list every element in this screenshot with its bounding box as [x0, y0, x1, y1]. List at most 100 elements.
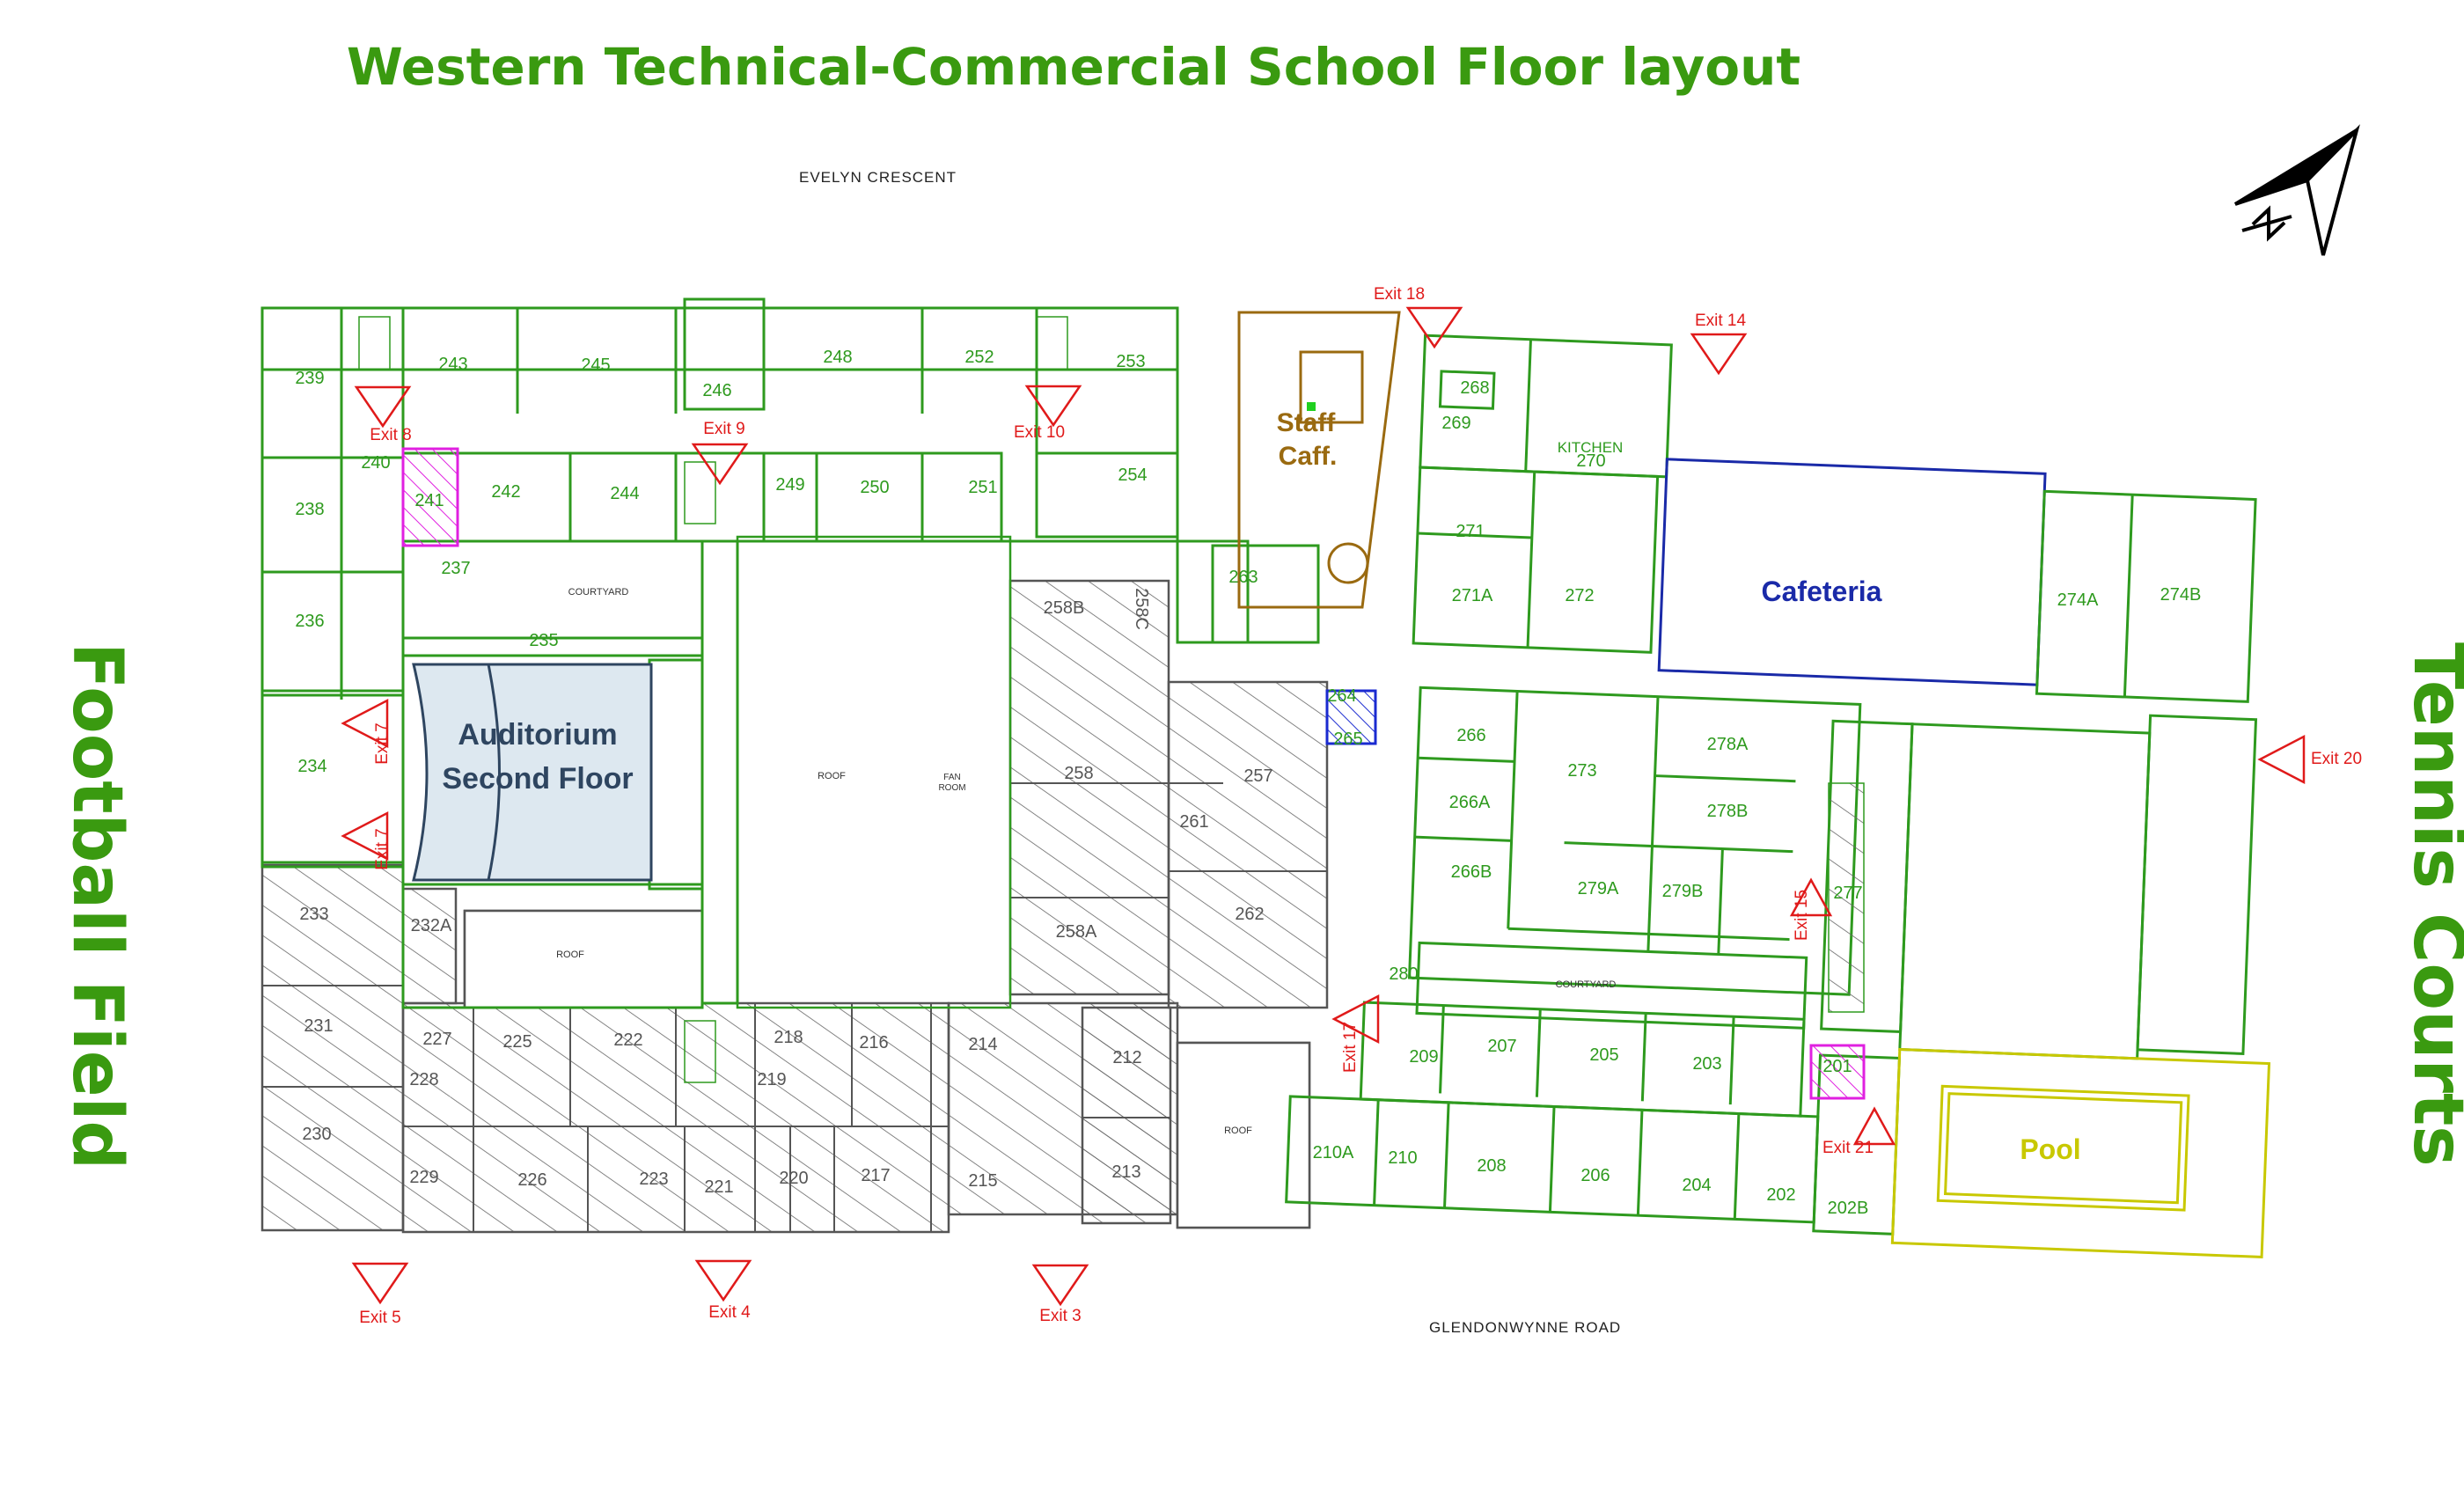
exit-label: Exit 7: [373, 828, 392, 870]
room-254-label: 254: [1118, 466, 1147, 485]
exit-marker-icon: [1789, 877, 1833, 917]
room-217-label: 217: [861, 1166, 890, 1185]
roof-east-label: ROOF: [1224, 1126, 1252, 1136]
room-252-label: 252: [964, 348, 994, 367]
hatched-room-dividers: [262, 782, 1327, 1232]
room-235-label: 235: [529, 631, 558, 650]
room-202b-label: 202B: [1828, 1199, 1869, 1218]
exit-marker-icon: [341, 698, 389, 749]
room-251-label: 251: [968, 478, 997, 497]
pool-label: Pool: [2020, 1133, 2080, 1165]
room-238-label: 238: [295, 500, 324, 519]
room-210a-label: 210A: [1313, 1143, 1354, 1162]
exit-marker-icon: [1024, 385, 1082, 428]
room-213-label: 213: [1111, 1162, 1140, 1182]
exit-marker-icon: [1405, 306, 1463, 349]
room-249-label: 249: [775, 475, 804, 495]
room-223-label: 223: [639, 1170, 668, 1189]
roof-west-label: ROOF: [556, 950, 584, 960]
auditorium: [412, 663, 653, 882]
room-210-label: 210: [1388, 1148, 1417, 1168]
room-240-label: 240: [361, 453, 390, 473]
room-279b-label: 279B: [1662, 882, 1704, 901]
exit-label: Exit 3: [1039, 1307, 1082, 1325]
room-266-label: 266: [1456, 726, 1485, 745]
courtyard-east-label: COURTYARD: [1556, 979, 1617, 990]
room-243-label: 243: [438, 355, 467, 374]
room-269-label: 269: [1441, 414, 1470, 433]
room-206-label: 206: [1580, 1166, 1610, 1185]
room-273-label: 273: [1567, 761, 1596, 781]
room-201-label: 201: [1822, 1057, 1852, 1076]
room-274a-label: 274A: [2057, 590, 2099, 610]
room-258b-label: 258B: [1044, 598, 1085, 618]
fan-room-label-line2: ROOM: [938, 783, 965, 793]
exit-marker-icon: [354, 385, 412, 429]
room-250-label: 250: [860, 478, 889, 497]
room-264-label: 264: [1327, 686, 1356, 706]
room-265-label: 265: [1333, 730, 1362, 749]
room-237-label: 237: [441, 559, 470, 578]
room-214-label: 214: [968, 1035, 997, 1054]
street-north-label: EVELYN CRESCENT: [799, 169, 957, 186]
kitchen-label: KITCHEN: [1558, 439, 1624, 456]
room-272-label: 272: [1565, 586, 1594, 605]
fan-room-label-line1: FAN: [943, 773, 960, 782]
room-248-label: 248: [823, 348, 852, 367]
staff-caff-area: [1237, 311, 1401, 609]
room-234-label: 234: [297, 757, 326, 776]
exit-marker-icon: [1690, 333, 1748, 376]
exit-label: Exit 20: [2311, 750, 2362, 768]
room-233-label: 233: [299, 905, 328, 924]
exit-marker-icon: [341, 810, 389, 862]
room-219-label: 219: [757, 1070, 786, 1089]
room-258-label: 258: [1064, 764, 1093, 783]
exit-label: Exit 5: [359, 1309, 401, 1327]
room-220-label: 220: [779, 1169, 808, 1188]
north-arrow-icon: [2233, 124, 2360, 256]
room-212-label: 212: [1112, 1048, 1141, 1067]
staff-caff-label-line1: Staff: [1277, 408, 1337, 437]
room-242-label: 242: [491, 482, 520, 502]
room-257-label: 257: [1243, 766, 1272, 786]
room-239-label: 239: [295, 369, 324, 388]
room-216-label: 216: [859, 1033, 888, 1052]
room-279a-label: 279A: [1578, 879, 1619, 898]
auditorium-label-line2: Second Floor: [442, 762, 633, 796]
room-253-label: 253: [1116, 352, 1145, 371]
room-227-label: 227: [422, 1030, 451, 1049]
room-204-label: 204: [1682, 1176, 1711, 1195]
roof-center-label: ROOF: [818, 771, 846, 781]
auditorium-label-line1: Auditorium: [458, 718, 617, 752]
exit-label: Exit 17: [1341, 1022, 1360, 1073]
room-245-label: 245: [581, 356, 610, 375]
room-278b-label: 278B: [1707, 802, 1749, 821]
room-209-label: 209: [1409, 1047, 1438, 1067]
room-266b-label: 266B: [1451, 862, 1492, 882]
room-218-label: 218: [774, 1028, 803, 1047]
room-230-label: 230: [302, 1125, 331, 1144]
highlighted-rooms: [401, 447, 1866, 1100]
exit-label: Exit 15: [1793, 890, 1811, 941]
room-207-label: 207: [1487, 1037, 1516, 1056]
room-246-label: 246: [702, 381, 731, 400]
room-258c-label: 258C: [1132, 588, 1151, 630]
room-270-label: 270: [1576, 451, 1605, 471]
room-203-label: 203: [1692, 1054, 1721, 1074]
street-south-label: GLENDONWYNNE ROAD: [1429, 1319, 1622, 1336]
stairs: [358, 316, 1865, 1083]
exit-label: Exit 14: [1695, 312, 1747, 330]
room-215-label: 215: [968, 1171, 997, 1191]
room-268-label: 268: [1460, 378, 1489, 398]
room-277-label: 277: [1833, 884, 1862, 903]
exit-marker-icon: [1031, 1264, 1089, 1307]
room-263-label: 263: [1228, 568, 1258, 587]
room-205-label: 205: [1589, 1045, 1618, 1065]
room-221-label: 221: [704, 1177, 733, 1197]
room-232a-label: 232A: [411, 916, 452, 935]
exit-marker-icon: [694, 1259, 752, 1302]
exit-label: Exit 9: [703, 420, 745, 438]
exit-marker-icon: [1331, 994, 1380, 1045]
page-title: Western Technical-Commercial School Floo…: [346, 37, 1801, 97]
